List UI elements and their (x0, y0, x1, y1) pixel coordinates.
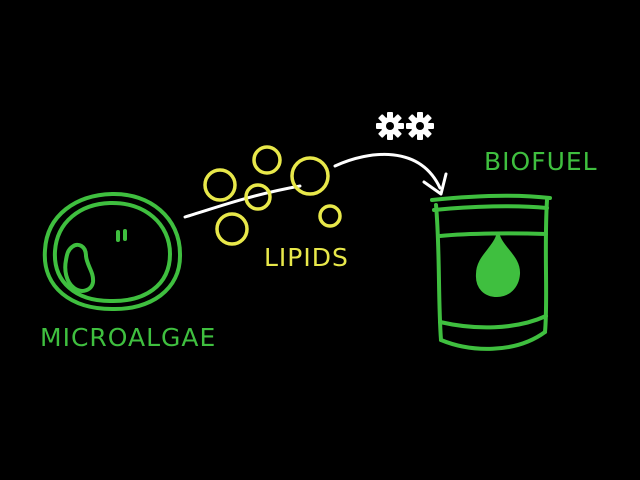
barrel-bottom-ring (438, 314, 548, 330)
barrel-right-side (543, 198, 549, 334)
cell-outer-wall (42, 191, 183, 312)
biofuel-label: BIOFUEL (484, 147, 598, 176)
lipid-droplets (203, 145, 342, 246)
lipid-droplet (290, 156, 330, 196)
conversion-arrow-line (333, 152, 442, 190)
lipid-droplet (318, 204, 342, 228)
conversion-arrowhead (422, 172, 448, 196)
chloroplast (63, 242, 96, 293)
lipid-droplet (215, 212, 249, 246)
biofuel-barrel (430, 193, 552, 351)
barrel-top-ring (432, 204, 549, 212)
microalgae-cell (42, 191, 183, 312)
gears-icon (376, 112, 434, 140)
barrel-bottom (439, 330, 547, 351)
cell-inner-membrane (52, 200, 172, 304)
extraction-arrow-line (183, 184, 302, 219)
barrel-top-rim (430, 193, 552, 202)
lipid-droplet (244, 183, 272, 211)
microalgae-label: MICROALGAE (40, 323, 217, 352)
barrel-left-side (434, 203, 443, 342)
barrel-middle-band (438, 231, 548, 238)
lipids-label: LIPIDS (264, 243, 349, 272)
oil-drop-icon (475, 231, 521, 298)
lipid-droplet (252, 145, 282, 175)
lipid-droplet (203, 168, 237, 202)
